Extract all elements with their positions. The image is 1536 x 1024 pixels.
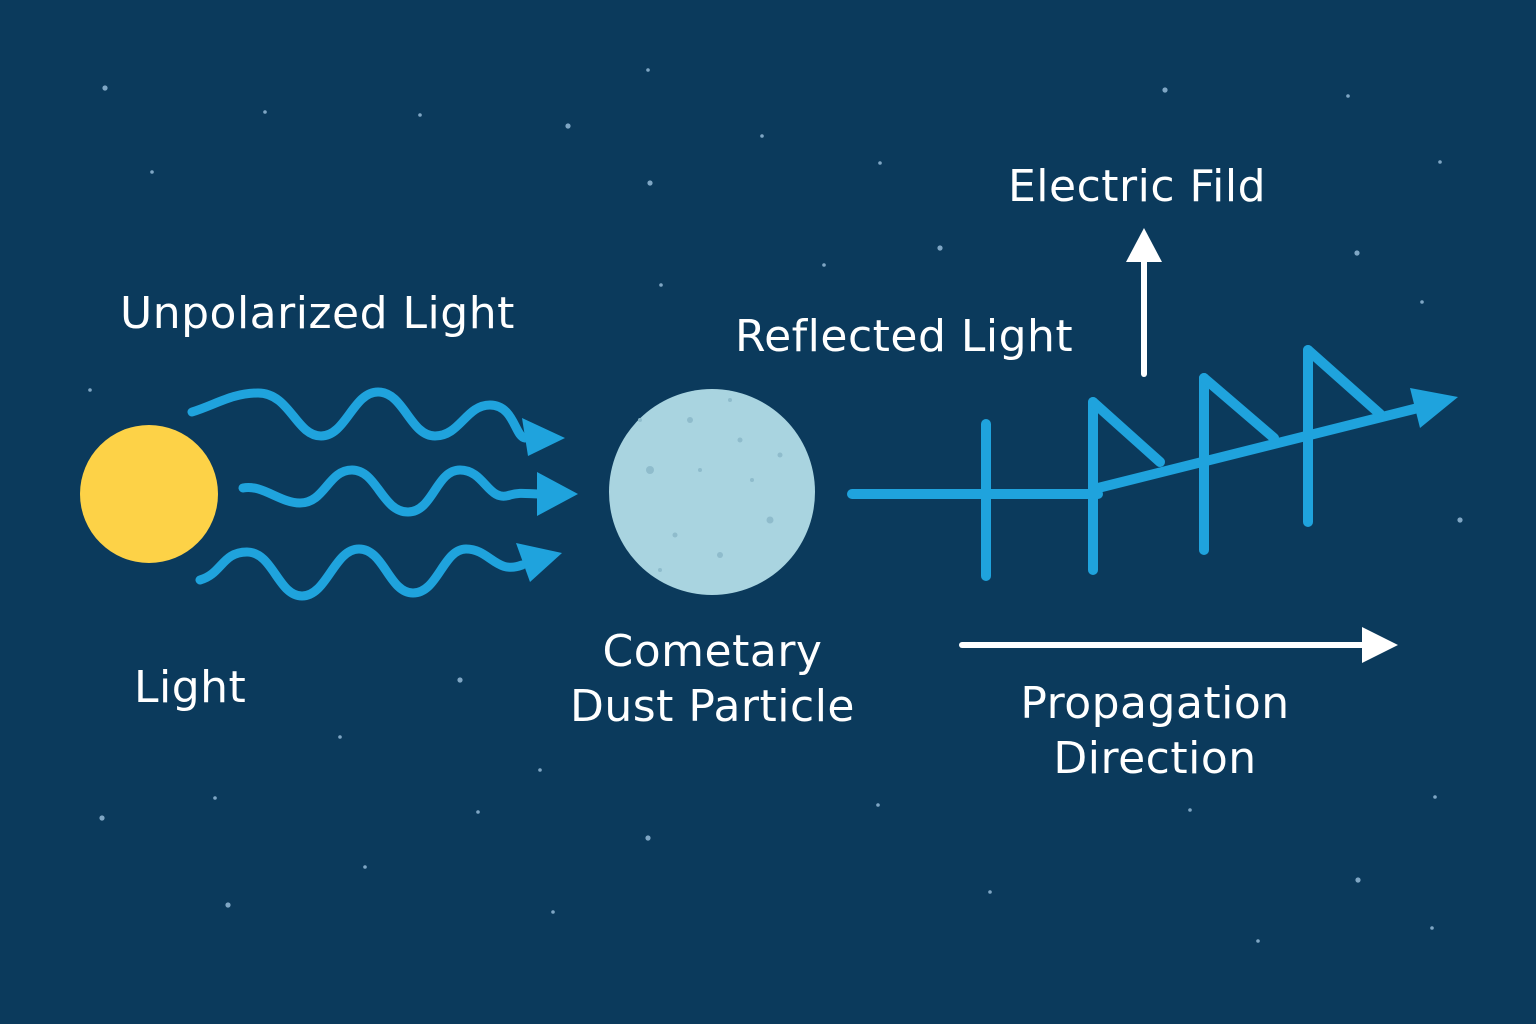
dust-speck [638, 418, 642, 422]
star [988, 890, 992, 894]
wave-arrowheads [516, 418, 578, 582]
star [1256, 939, 1260, 943]
reflected-wave [847, 345, 1423, 581]
label-reflected-light: Reflected Light [735, 311, 1074, 362]
star [1430, 926, 1434, 930]
star-field [88, 68, 1463, 943]
star [418, 113, 422, 117]
star [1162, 87, 1168, 93]
dust-particle-icon [609, 389, 815, 595]
star [645, 835, 651, 841]
dust-speck [672, 532, 678, 538]
star [213, 796, 217, 800]
star [1354, 250, 1360, 256]
star [363, 865, 367, 869]
dust-speck [750, 478, 754, 482]
star [659, 283, 663, 287]
star [150, 170, 154, 174]
dust-speck [646, 466, 654, 474]
dust-speck [658, 568, 662, 572]
label-propagation-direction: Propagation Direction [990, 676, 1320, 786]
wave-ray-bottom [195, 544, 527, 601]
dust-speck [728, 398, 732, 402]
star [538, 768, 542, 772]
star [102, 85, 108, 91]
star [646, 68, 650, 72]
star [876, 803, 880, 807]
dust-speck [717, 552, 723, 558]
star [1355, 877, 1361, 883]
polarized-arrowhead [1410, 388, 1458, 428]
star [1420, 300, 1424, 304]
dust-speck [687, 417, 693, 423]
wave-ray-top [187, 387, 530, 443]
label-electric-field: Electric Fild [1008, 161, 1267, 212]
field-diag-2 [1199, 373, 1279, 443]
star [551, 910, 555, 914]
star [263, 110, 267, 114]
star [937, 245, 943, 251]
star [760, 134, 764, 138]
polarized-beam [1093, 403, 1423, 493]
electric-field-arrow [1126, 228, 1162, 377]
star [99, 815, 105, 821]
dust-speck [766, 516, 774, 524]
star [88, 388, 92, 392]
arrowhead-bottom [516, 543, 562, 582]
particle-texture [638, 398, 783, 572]
star [1188, 808, 1192, 812]
star [1457, 517, 1463, 523]
dust-speck [737, 437, 743, 443]
star [1438, 160, 1442, 164]
propagation-arrow [959, 627, 1398, 663]
label-light: Light [134, 662, 247, 713]
star [1433, 795, 1437, 799]
sun-icon [80, 425, 218, 563]
label-unpolarized-light: Unpolarized Light [120, 288, 515, 339]
arrowhead-top [522, 418, 565, 456]
star [225, 902, 231, 908]
star [878, 161, 882, 165]
star [647, 180, 653, 186]
star [338, 735, 342, 739]
star [476, 810, 480, 814]
star [1346, 94, 1350, 98]
dust-label-line-1: Cometary [602, 626, 823, 677]
dust-label-line-2: Dust Particle [569, 681, 855, 732]
field-diag-3 [1303, 345, 1385, 419]
prop-label-line-2: Direction [1053, 733, 1257, 784]
prop-label-line-1: Propagation [1020, 678, 1290, 729]
star [457, 677, 463, 683]
label-cometary-dust-particle: Cometary Dust Particle [540, 624, 885, 734]
unpolarized-waves [187, 387, 545, 601]
arrowhead-middle [537, 472, 578, 516]
star [822, 263, 826, 267]
dust-speck [777, 452, 783, 458]
field-diag-1 [1088, 397, 1165, 467]
dust-speck [698, 468, 702, 472]
star [565, 123, 571, 129]
wave-ray-middle [238, 465, 545, 517]
